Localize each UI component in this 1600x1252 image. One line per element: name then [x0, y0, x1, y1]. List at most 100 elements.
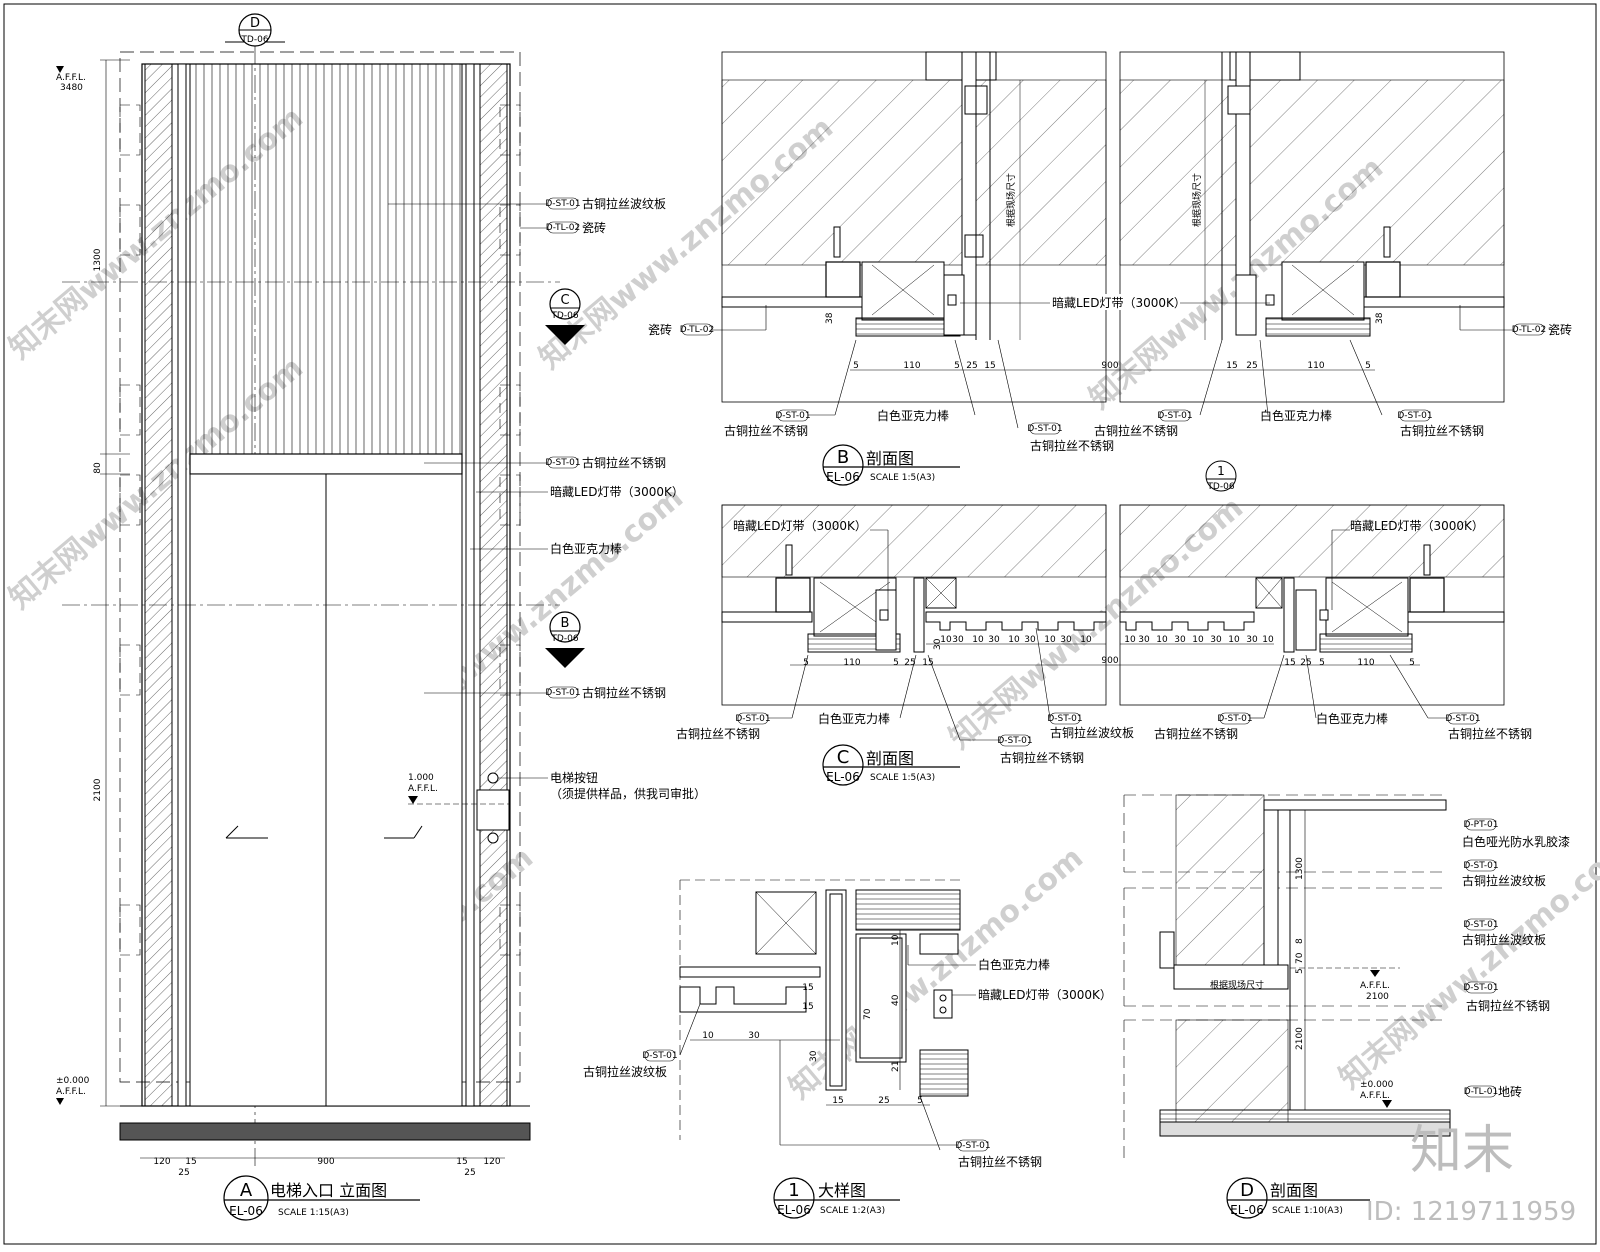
drawing-label: 剖面图 [866, 749, 914, 768]
drawing-label: D-ST-01 [1463, 861, 1498, 871]
drawing-label: 10 [1008, 635, 1020, 645]
drawing-label: 120 [483, 1157, 500, 1167]
drawing-label: 25 [178, 1168, 189, 1178]
drawing-label: SCALE 1:5(A3) [870, 473, 935, 483]
drawing-label: EL-06 [826, 470, 860, 484]
drawing-label: 10 [1044, 635, 1056, 645]
drawing-label: D-ST-01 [1463, 983, 1498, 993]
drawing-label: 白色亚克力棒 [1316, 711, 1388, 726]
drawing-label: B [837, 447, 849, 468]
drawing-label: 2100 [1366, 992, 1389, 1002]
drawing-label: 15 [922, 658, 933, 668]
drawing-label: 30 [748, 1031, 760, 1041]
drawing-label: 15 [832, 1096, 843, 1106]
drawing-label: 古铜拉丝不锈钢 [724, 423, 808, 438]
drawing-label: 5 [1319, 658, 1325, 668]
drawing-label: 白色亚克力棒 [1260, 408, 1332, 423]
drawing-label: ±0.000 [1360, 1080, 1394, 1090]
drawing-label: 电梯按钮 [550, 770, 598, 785]
drawing-label: 10 [1080, 635, 1092, 645]
title-elevation-a: A EL-06 电梯入口 立面图 SCALE 1:15(A3) [223, 1175, 420, 1221]
title-section-c: C EL-06 剖面图 SCALE 1:5(A3) [822, 744, 960, 786]
drawing-label: 古铜拉丝波纹板 [583, 1064, 667, 1079]
drawing-label: 15 [802, 1002, 813, 1012]
drawing-label: A.F.F.L. [1360, 981, 1390, 991]
drawing-label: 古铜拉丝不锈钢 [582, 455, 666, 470]
title-section-d: D EL-06 剖面图 SCALE 1:10(A3) [1226, 1177, 1370, 1219]
drawing-label: 古铜拉丝不锈钢 [1400, 423, 1484, 438]
drawing-label: 30 [1060, 635, 1072, 645]
drawing-label: 瓷砖 [648, 322, 672, 337]
drawing-label: 暗藏LED灯带（3000K） [733, 518, 867, 533]
drawing-label: （须提供样品，供我司审批） [550, 786, 706, 801]
drawing-label: TD-06 [550, 311, 578, 321]
drawing-label: D-TL-02 [1512, 325, 1546, 335]
drawing-label: 15 [802, 983, 813, 993]
drawing-label: D-ST-01 [1445, 714, 1480, 724]
drawing-label: 5 [853, 361, 859, 371]
drawing-label: 剖面图 [1270, 1181, 1318, 1200]
drawing-label: 110 [903, 361, 920, 371]
drawing-label: EL-06 [826, 770, 860, 784]
drawing-label: 15 [984, 361, 995, 371]
drawing-label: 900 [1101, 656, 1118, 666]
drawing-label: A.F.F.L. [1360, 1091, 1390, 1101]
drawing-label: D-ST-01 [545, 688, 580, 698]
section-mark-b: B TD-06 [545, 611, 585, 668]
drawing-label: 15 [1284, 658, 1295, 668]
drawing-label: B [561, 616, 570, 631]
drawing-label: 15 [185, 1157, 196, 1167]
drawing-label: 5 [1409, 658, 1415, 668]
drawing-label: 10 [972, 635, 984, 645]
section-d: 根据现场尺寸 1300 8 70 5 2100 A.F.F.L. 2100 ±0… [1123, 794, 1570, 1219]
drawing-label: 古铜拉丝波纹板 [582, 196, 666, 211]
drawing-label: 70 [1295, 952, 1305, 964]
drawing-label: 10 [702, 1031, 714, 1041]
drawing-label: 地砖 [1498, 1084, 1522, 1099]
drawing-label: 40 [891, 994, 901, 1006]
drawing-label: C [560, 293, 569, 308]
drawing-label: 古铜拉丝波纹板 [1462, 873, 1546, 888]
dim-80: 80 [93, 462, 103, 474]
drawing-label: 10 [1262, 635, 1274, 645]
drawing-label: 古铜拉丝不锈钢 [676, 726, 760, 741]
drawing-label: 10 [940, 635, 952, 645]
drawing-label: 古铜拉丝不锈钢 [1030, 438, 1114, 453]
callouts-d: D-PT-01 白色哑光防水乳胶漆 D-ST-01 古铜拉丝波纹板 D-ST-0… [1462, 818, 1570, 1099]
drawing-label: 白色亚克力棒 [978, 957, 1050, 972]
level-top: A.F.F.L. 3480 [56, 66, 86, 93]
title-detail-1: 1 EL-06 大样图 SCALE 1:2(A3) [773, 1177, 900, 1219]
flute-dims-left: 10 30 10 30 10 30 10 30 10 [940, 635, 1092, 645]
sheet-border [3, 3, 1597, 1245]
level-button: 1.000 A.F.F.L. [408, 773, 510, 805]
drawing-label: EL-06 [777, 1203, 811, 1217]
drawing-label: 古铜拉丝不锈钢 [1000, 750, 1084, 765]
drawing-label: 5 [893, 658, 899, 668]
drawing-label: D-TL-01 [1464, 1087, 1498, 1097]
drawing-label: 古铜拉丝不锈钢 [958, 1154, 1042, 1169]
drawing-label: 2100 [1295, 1027, 1305, 1050]
drawing-label: 70 [863, 1008, 873, 1020]
detail-mark-1: 1 TD-06 [1205, 460, 1237, 492]
section-b: 根据现场尺寸 38 110 5 5 25 15 900 D-TL-02 瓷砖 根… [648, 51, 1572, 492]
drawing-label: 5 [917, 1096, 923, 1106]
section-c: 900 5 110 5 25 15 15 25 5 110 5 30 10 30… [676, 504, 1532, 786]
drawing-label: ±0.000 [56, 1076, 90, 1086]
drawing-label: 25 [966, 361, 977, 371]
drawing-label: 10 [891, 934, 901, 946]
drawing-label: 10 [1192, 635, 1204, 645]
drawing-label: 古铜拉丝波纹板 [1462, 932, 1546, 947]
drawing-label: D-ST-01 [545, 458, 580, 468]
drawing-label: 15 [456, 1157, 467, 1167]
drawing-label: D-ST-01 [775, 411, 810, 421]
drawing-label: D-ST-01 [642, 1051, 677, 1061]
marker-sheet: TD-06 [240, 35, 268, 45]
drawing-label: 古铜拉丝不锈钢 [582, 685, 666, 700]
drawing-label: 25 [1300, 658, 1311, 668]
drawing-label: D-TL-02 [680, 325, 714, 335]
drawing-label: A [240, 1180, 253, 1201]
drawing-label: D-ST-01 [1217, 714, 1252, 724]
drawing-label: 古铜拉丝不锈钢 [1466, 998, 1550, 1013]
drawing-label: 大样图 [818, 1181, 866, 1200]
